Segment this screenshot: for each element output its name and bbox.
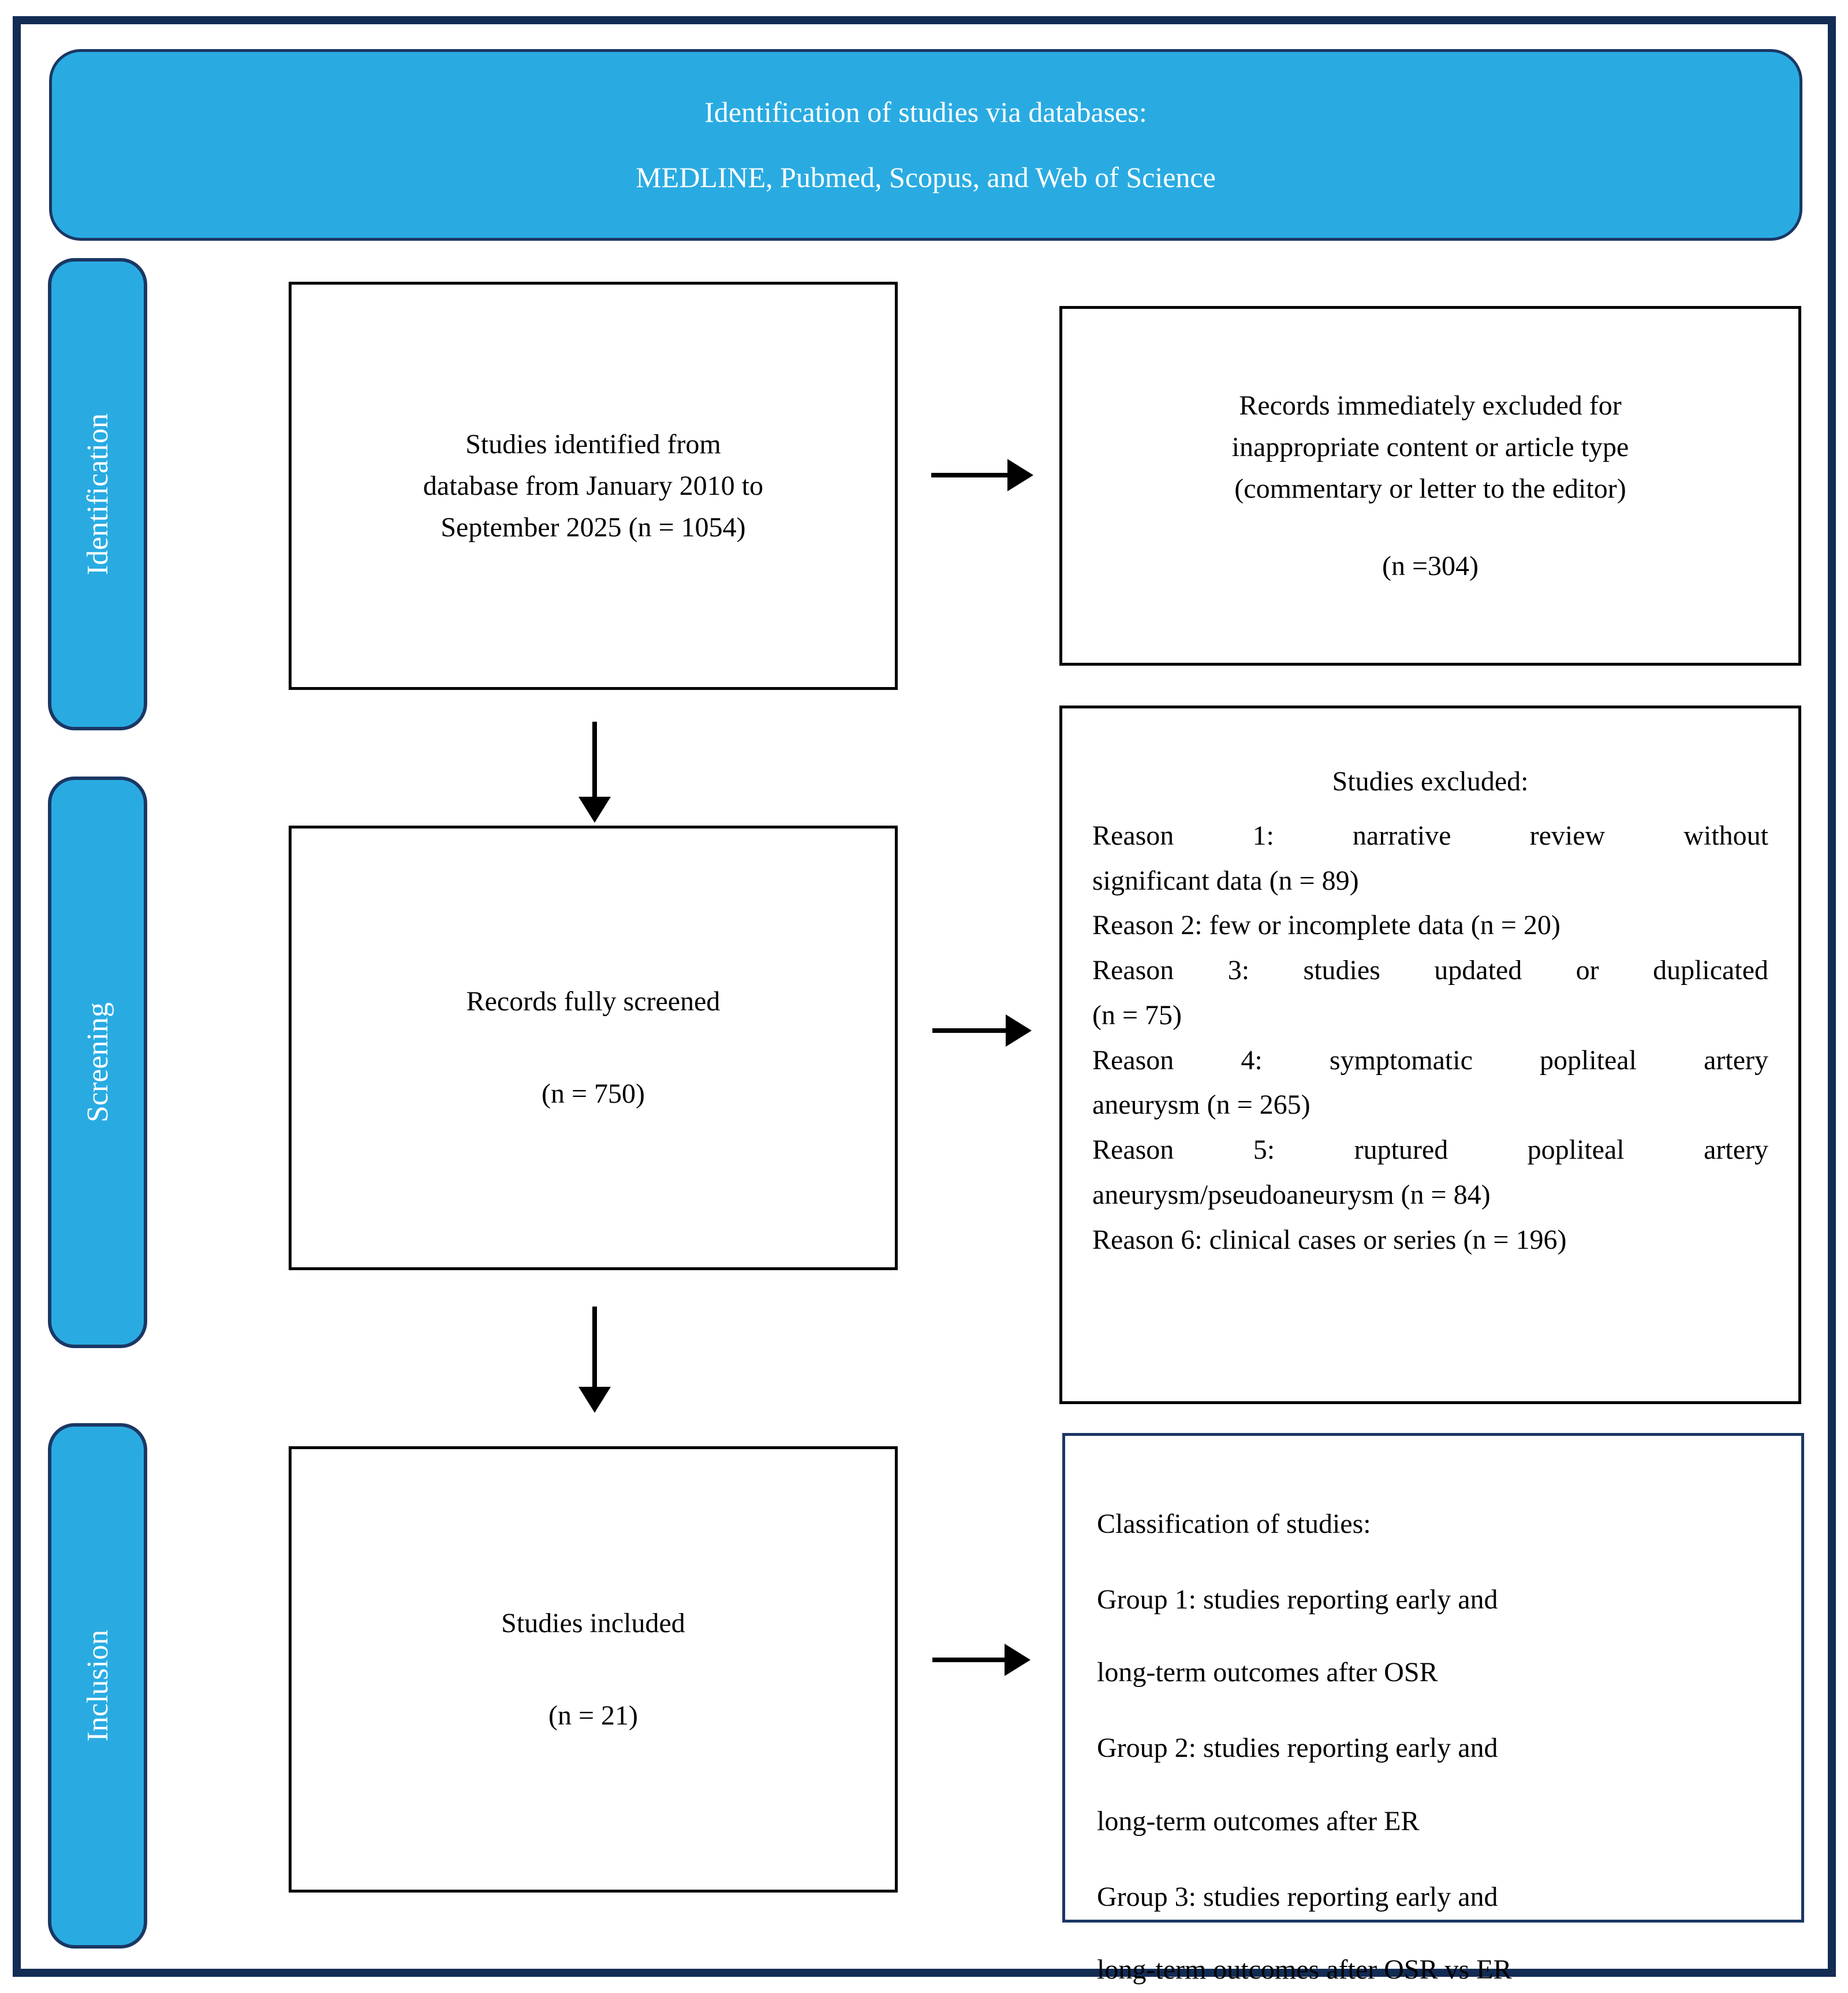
arrow-shaft bbox=[932, 1658, 1006, 1662]
group-3-line-2: long-term outcomes after OSR vs ER bbox=[1097, 1954, 1512, 1985]
arrow-shaft bbox=[592, 1307, 597, 1389]
arrowhead-right-icon bbox=[1007, 459, 1033, 491]
reason-1-line-2: significant data (n = 89) bbox=[1092, 865, 1359, 896]
stage-label-screening: Screening bbox=[48, 777, 147, 1348]
records-excluded-count: (n =304) bbox=[1382, 550, 1479, 581]
group-2-line-1: Group 2: studies reporting early and bbox=[1097, 1733, 1498, 1764]
group-1-line-2: long-term outcomes after OSR bbox=[1097, 1657, 1438, 1688]
reason-4-line-1: Reason 4: symptomatic popliteal artery bbox=[1092, 1044, 1768, 1076]
arrow-identified-to-screened bbox=[578, 722, 611, 823]
arrowhead-right-icon bbox=[1006, 1014, 1032, 1047]
reason-6-line-1: Reason 6: clinical cases or series (n = … bbox=[1092, 1224, 1567, 1255]
outer-frame bbox=[13, 16, 1836, 1977]
arrow-identified-to-excluded bbox=[931, 459, 1033, 491]
records-excluded-line-2: inappropriate content or article type bbox=[1231, 431, 1629, 462]
box-records-fully-screened: Records fully screened (n = 750) bbox=[289, 826, 898, 1270]
reason-1-line-1: Reason 1: narrative review without bbox=[1092, 820, 1768, 851]
studies-identified-line-3: September 2025 (n = 1054) bbox=[440, 512, 746, 543]
stage-label-inclusion: Inclusion bbox=[48, 1423, 147, 1949]
studies-included-label: Studies included bbox=[501, 1607, 685, 1639]
arrow-screened-to-included bbox=[578, 1307, 611, 1413]
header-line-1: Identification of studies via databases: bbox=[704, 96, 1147, 128]
reason-5-line-1: Reason 5: ruptured popliteal artery bbox=[1092, 1134, 1768, 1165]
studies-excluded-title: Studies excluded: bbox=[1332, 766, 1529, 797]
box-classification-of-studies: Classification of studies: Group 1: stud… bbox=[1062, 1433, 1804, 1985]
box-records-immediately-excluded: Records immediately excluded for inappro… bbox=[1059, 306, 1801, 666]
reason-2-line-1: Reason 2: few or incomplete data (n = 20… bbox=[1092, 910, 1560, 941]
classification-group-3: Group 3: studies reporting early and lon… bbox=[1097, 1875, 1769, 1993]
records-excluded-line-1: Records immediately excluded for bbox=[1239, 390, 1622, 421]
arrow-included-to-classification bbox=[932, 1644, 1031, 1676]
stage-label-identification: Identification bbox=[48, 258, 147, 730]
arrowhead-right-icon bbox=[1005, 1644, 1031, 1676]
box-studies-included: Studies included (n = 21) bbox=[289, 1446, 898, 1893]
records-excluded-line-3: (commentary or letter to the editor) bbox=[1234, 473, 1626, 504]
stage-label-identification-text: Identification bbox=[81, 413, 114, 576]
arrow-shaft bbox=[592, 722, 597, 798]
group-2-line-2: long-term outcomes after ER bbox=[1097, 1805, 1420, 1837]
arrowhead-down-icon bbox=[578, 1387, 611, 1413]
reason-5-line-2: aneurysm/pseudoaneurysm (n = 84) bbox=[1092, 1179, 1491, 1210]
studies-identified-line-2: database from January 2010 to bbox=[423, 470, 764, 501]
records-screened-count: (n = 750) bbox=[541, 1078, 645, 1109]
group-3-line-1: Group 3: studies reporting early and bbox=[1097, 1881, 1498, 1912]
classification-group-1: Group 1: studies reporting early and lon… bbox=[1097, 1577, 1769, 1696]
stage-label-inclusion-text: Inclusion bbox=[81, 1630, 114, 1742]
classification-group-2: Group 2: studies reporting early and lon… bbox=[1097, 1726, 1769, 1844]
studies-included-count: (n = 21) bbox=[548, 1700, 639, 1731]
arrowhead-down-icon bbox=[578, 797, 611, 823]
studies-identified-line-1: Studies identified from bbox=[465, 428, 721, 460]
arrow-shaft bbox=[931, 473, 1009, 477]
records-screened-label: Records fully screened bbox=[466, 986, 720, 1017]
box-studies-identified: Studies identified from database from Ja… bbox=[289, 282, 898, 690]
header-line-2: MEDLINE, Pubmed, Scopus, and Web of Scie… bbox=[636, 161, 1216, 193]
group-1-line-1: Group 1: studies reporting early and bbox=[1097, 1584, 1498, 1615]
header-banner: Identification of studies via databases:… bbox=[49, 49, 1802, 241]
reason-4-line-2: aneurysm (n = 265) bbox=[1092, 1089, 1311, 1121]
arrow-screened-to-excluded-reasons bbox=[932, 1014, 1032, 1047]
stage-label-screening-text: Screening bbox=[81, 1002, 114, 1122]
classification-title: Classification of studies: bbox=[1097, 1509, 1371, 1539]
reason-3-line-1: Reason 3: studies updated or duplicated bbox=[1092, 955, 1768, 986]
box-studies-excluded-reasons: Studies excluded: Reason 1: narrative re… bbox=[1059, 706, 1801, 1404]
reason-3-line-2: (n = 75) bbox=[1092, 999, 1182, 1031]
arrow-shaft bbox=[932, 1028, 1007, 1033]
